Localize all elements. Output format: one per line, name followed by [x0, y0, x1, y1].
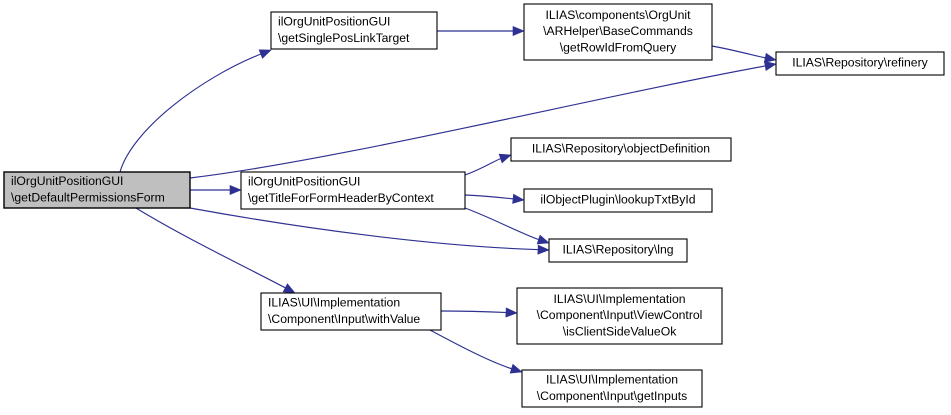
- node-label-lng-line0: ILIAS\Repository\lng: [562, 243, 673, 257]
- node-layer: ilOrgUnitPositionGUI \getDefaultPermissio…: [3, 3, 945, 408]
- node-box-getTitleForFormHeaderByContext[interactable]: [240, 171, 466, 210]
- graph-node-getDefaultPermissionsForm[interactable]: ilOrgUnitPositionGUI \getDefaultPermissio…: [3, 171, 191, 209]
- node-label-withValue-line0: ILIAS\UI\Implementation: [268, 296, 400, 310]
- graph-edge-getDefaultPermissionsForm-to-withValue: [135, 207, 296, 294]
- edge-arrowhead: [229, 184, 242, 196]
- graph-edge-withValue-to-isClientSideValueOk: [440, 307, 518, 318]
- node-box-withValue[interactable]: [260, 292, 442, 331]
- node-box-getSinglePosLinkTarget[interactable]: [270, 11, 438, 50]
- node-label-getTitleForFormHeaderByContext-line0: ilOrgUnitPositionGUI: [248, 175, 360, 189]
- graph-node-refinery[interactable]: ILIAS\Repository\refinery: [775, 51, 945, 76]
- graph-edge-getTitleForFormHeaderByContext-to-lookupTxtById: [464, 193, 525, 204]
- node-box-getDefaultPermissionsForm[interactable]: [3, 171, 191, 209]
- node-label-getInputs-line0: ILIAS\UI\Implementation: [546, 373, 678, 387]
- graph-node-objectDefinition[interactable]: ILIAS\Repository\objectDefinition: [510, 137, 732, 162]
- edge-arrowhead: [282, 283, 296, 294]
- graph-edge-getDefaultPermissionsForm-to-lng: [189, 207, 550, 255]
- edge-arrowhead: [536, 234, 550, 245]
- node-box-objectDefinition[interactable]: [510, 137, 732, 162]
- node-label-objectDefinition-line0: ILIAS\Repository\objectDefinition: [532, 142, 710, 156]
- edge-arrowhead: [498, 153, 512, 164]
- edge-line: [119, 52, 263, 173]
- edge-arrowhead: [258, 49, 272, 59]
- node-label-getDefaultPermissionsForm-line1: \getDefaultPermissionsForm: [11, 190, 165, 204]
- graph-node-getInputs[interactable]: ILIAS\UI\Implementation \Component\Input\…: [521, 369, 703, 408]
- graph-edge-getDefaultPermissionsForm-to-getSinglePosLinkTarget: [119, 49, 272, 173]
- node-label-refinery-line0: ILIAS\Repository\refinery: [792, 56, 928, 70]
- graph-edge-getDefaultPermissionsForm-to-refinery: [189, 61, 777, 179]
- graph-node-lookupTxtById[interactable]: ilObjectPlugin\lookupTxtById: [523, 188, 713, 213]
- edge-line: [464, 157, 503, 176]
- edge-arrowhead: [509, 363, 523, 374]
- graph-edge-getTitleForFormHeaderByContext-to-lng: [464, 207, 550, 245]
- node-box-getRowIdFromQuery[interactable]: [523, 3, 713, 61]
- edge-line: [464, 194, 515, 200]
- node-label-getSinglePosLinkTarget-line1: \getSinglePosLinkTarget: [278, 31, 410, 45]
- graph-edge-getTitleForFormHeaderByContext-to-objectDefinition: [464, 153, 512, 176]
- node-box-refinery[interactable]: [775, 51, 945, 76]
- node-label-getTitleForFormHeaderByContext-line1: \getTitleForFormHeaderByContext: [248, 191, 434, 205]
- edge-arrowhead: [505, 307, 518, 318]
- graph-node-getTitleForFormHeaderByContext[interactable]: ilOrgUnitPositionGUI \getTitleForFormHead…: [240, 171, 466, 210]
- node-label-getRowIdFromQuery-line1: \ARHelper\BaseCommands: [543, 24, 693, 38]
- edge-line: [189, 207, 540, 251]
- edge-arrowhead: [763, 52, 777, 63]
- node-label-getInputs-line1: \Component\Input\getInputs: [537, 389, 687, 403]
- edge-arrowhead: [512, 193, 525, 204]
- node-label-isClientSideValueOk-line0: ILIAS\UI\Implementation: [553, 292, 685, 306]
- edge-line: [189, 65, 767, 179]
- node-box-getInputs[interactable]: [521, 369, 703, 408]
- node-label-lookupTxtById-line0: ilObjectPlugin\lookupTxtById: [540, 193, 695, 207]
- graph-edge-getRowIdFromQuery-to-refinery: [711, 45, 777, 63]
- graph-edge-withValue-to-getInputs: [429, 329, 523, 374]
- node-label-isClientSideValueOk-line2: \isClientSideValueOk: [563, 324, 677, 338]
- graph-node-getRowIdFromQuery[interactable]: ILIAS\components\OrgUnit \ARHelper\BaseCo…: [523, 3, 713, 61]
- node-label-getRowIdFromQuery-line0: ILIAS\components\OrgUnit: [546, 8, 692, 22]
- node-label-getDefaultPermissionsForm-line0: ilOrgUnitPositionGUI: [11, 174, 123, 188]
- graph-node-isClientSideValueOk[interactable]: ILIAS\UI\Implementation \Component\Input\…: [516, 287, 723, 345]
- node-label-withValue-line1: \Component\Input\withValue: [268, 312, 420, 326]
- node-label-isClientSideValueOk-line1: \Component\Input\ViewControl: [537, 308, 703, 322]
- graph-edge-getSinglePosLinkTarget-to-getRowIdFromQuery: [437, 25, 525, 37]
- graph-node-lng[interactable]: ILIAS\Repository\lng: [548, 238, 688, 263]
- graph-node-withValue[interactable]: ILIAS\UI\Implementation \Component\Input\…: [260, 292, 442, 331]
- edge-line: [135, 207, 287, 290]
- edge-layer: [119, 25, 777, 374]
- edge-line: [711, 45, 767, 59]
- edge-line: [429, 329, 514, 370]
- edge-arrowhead: [537, 244, 550, 255]
- node-box-lookupTxtById[interactable]: [523, 188, 713, 213]
- node-label-getSinglePosLinkTarget-line0: ilOrgUnitPositionGUI: [278, 15, 390, 29]
- edge-line: [440, 310, 508, 314]
- node-box-lng[interactable]: [548, 238, 688, 263]
- node-label-getRowIdFromQuery-line2: \getRowIdFromQuery: [560, 40, 677, 54]
- node-box-isClientSideValueOk[interactable]: [516, 287, 723, 345]
- graph-node-getSinglePosLinkTarget[interactable]: ilOrgUnitPositionGUI \getSinglePosLinkTar…: [270, 11, 438, 50]
- edge-arrowhead: [512, 25, 525, 37]
- edge-line: [464, 207, 541, 241]
- edge-arrowhead: [763, 61, 777, 71]
- graph-edge-getDefaultPermissionsForm-to-getTitleForFormHeaderByContext: [189, 184, 242, 196]
